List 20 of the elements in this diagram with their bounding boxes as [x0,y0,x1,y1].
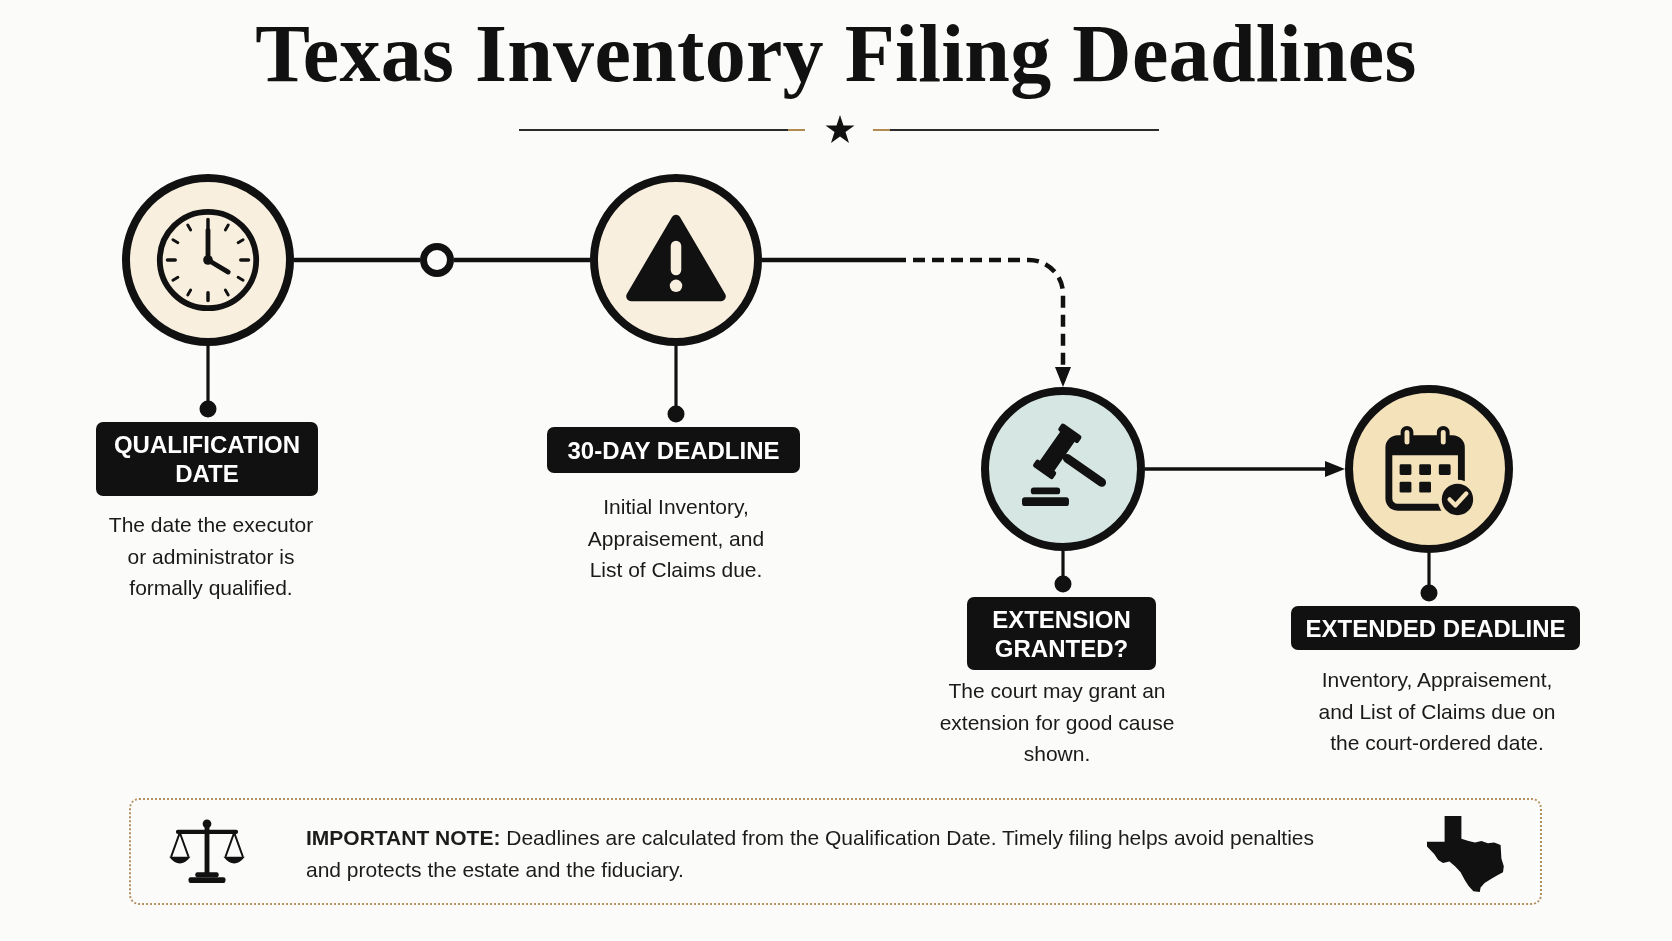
step-label: QUALIFICATION DATE [96,422,318,496]
step-description: Inventory, Appraisement, and List of Claims due on the court-ordered date. [1317,667,1557,756]
step-label: 30-DAY DEADLINE [547,427,800,473]
note-text: IMPORTANT NOTE: Deadlines are calculated from the Qualification Date. Timely filing helps avoid penalties and protects the estate and the fiduciary. [306,825,1316,883]
stem-line [667,346,685,423]
diagram-title: Texas Inventory Filing Deadlines [255,7,1417,101]
step-description: The court may grant an extension for good cause shown. [938,678,1176,767]
stem-line [1054,551,1072,593]
arrow [1145,461,1345,477]
stem-line [199,346,217,418]
step-label: EXTENDED DEADLINE [1291,606,1580,650]
connector-line [294,257,420,263]
timeline-ring [420,243,454,277]
step-description: The date the executor or administrator is formally qualified. [107,512,315,601]
connector-line [454,257,590,263]
step-label: EXTENSION GRANTED? [967,597,1156,670]
note-box [129,798,1542,905]
step-description: Initial Inventory, Appraisement, and List of Claims due. [586,494,766,583]
dashed-arrow [762,257,1071,387]
stem-line [1420,553,1438,602]
